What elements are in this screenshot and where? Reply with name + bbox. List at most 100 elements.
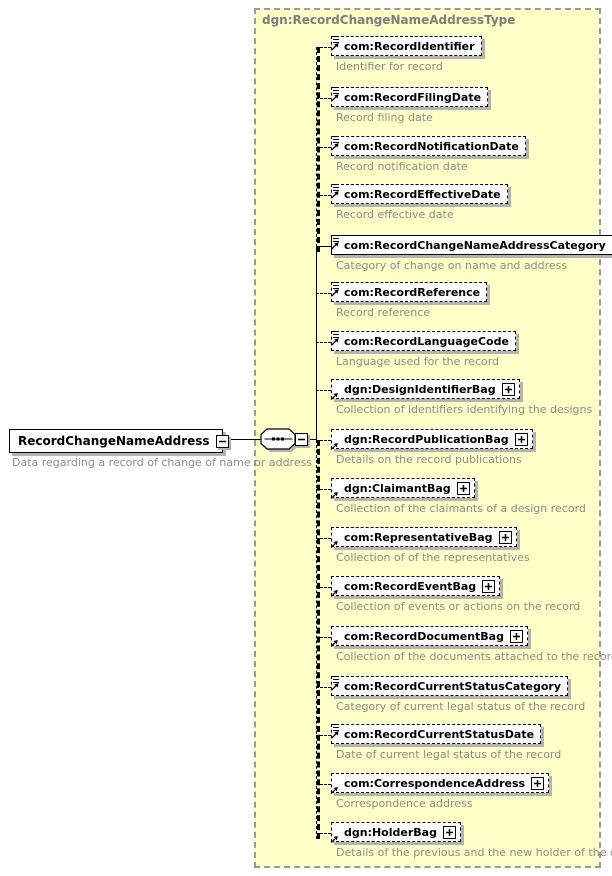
element-box-record-effective-date[interactable]: com:RecordEffectiveDate bbox=[331, 183, 508, 204]
text-element-icon bbox=[331, 723, 339, 739]
element-arrow-icon bbox=[330, 492, 338, 500]
element-box-correspondence-address[interactable]: com:CorrespondenceAddress bbox=[330, 773, 550, 795]
element-description: Record notification date bbox=[336, 160, 468, 173]
element-box-representative-bag[interactable]: com:RepresentativeBag bbox=[330, 527, 517, 549]
element-description: Collection of the documents attached to … bbox=[336, 650, 612, 663]
element-description: Language used for the record bbox=[336, 355, 500, 368]
element-description: Correspondence address bbox=[336, 797, 473, 810]
element-description: Category of current legal status of the … bbox=[336, 700, 586, 713]
connector-stub bbox=[316, 538, 331, 539]
collapse-minus-icon[interactable] bbox=[215, 435, 229, 448]
element-description: Collection of the claimants of a design … bbox=[336, 502, 586, 515]
element-label: com:RepresentativeBag bbox=[344, 530, 493, 544]
element-description: Details of the previous and the new hold… bbox=[336, 846, 612, 859]
connector-stub bbox=[316, 390, 331, 391]
element-arrow-icon bbox=[330, 541, 338, 549]
element-label: com:CorrespondenceAddress bbox=[344, 776, 526, 790]
connector-stub bbox=[316, 440, 331, 441]
element-box-record-current-status-category[interactable]: com:RecordCurrentStatusCategory bbox=[331, 675, 569, 696]
element-description: Details on the record publications bbox=[336, 453, 522, 466]
connector-stub bbox=[316, 47, 331, 48]
connector-stub bbox=[316, 687, 331, 688]
element-box-design-identifier-bag[interactable]: dgn:DesignIdentifierBag bbox=[330, 379, 520, 401]
element-description: Record reference bbox=[336, 306, 431, 319]
text-element-icon bbox=[331, 135, 339, 151]
root-element-label: RecordChangeNameAddress bbox=[18, 434, 210, 448]
element-description: Identifier for record bbox=[336, 60, 443, 73]
element-box-record-event-bag[interactable]: com:RecordEventBag bbox=[330, 576, 501, 598]
element-label: com:RecordLanguageCode bbox=[344, 334, 509, 348]
type-title: dgn:RecordChangeNameAddressType bbox=[262, 13, 516, 27]
element-label: com:RecordEventBag bbox=[344, 579, 477, 593]
trunk-line-upper bbox=[316, 47, 320, 252]
element-box-record-reference[interactable]: com:RecordReference bbox=[331, 281, 488, 302]
element-label: com:RecordReference bbox=[344, 285, 481, 299]
element-box-holder-bag[interactable]: dgn:HolderBag bbox=[330, 822, 461, 844]
connector-stub bbox=[316, 342, 331, 343]
text-element-icon bbox=[331, 86, 339, 102]
element-description: Collection of of the representatives bbox=[336, 551, 530, 564]
element-box-record-change-category[interactable]: com:RecordChangeNameAddressCategory bbox=[331, 234, 612, 255]
expand-plus-icon[interactable] bbox=[514, 432, 528, 446]
element-box-record-filing-date[interactable]: com:RecordFilingDate bbox=[331, 86, 489, 107]
element-box-record-language-code[interactable]: com:RecordLanguageCode bbox=[331, 330, 516, 351]
expand-plus-icon[interactable] bbox=[501, 382, 515, 396]
trunk-line-required bbox=[316, 246, 317, 440]
sequence-connector-icon[interactable] bbox=[258, 427, 300, 455]
trunk-line-lower bbox=[316, 440, 320, 839]
element-arrow-icon bbox=[330, 443, 338, 451]
connector-stub bbox=[316, 587, 331, 588]
element-label: dgn:HolderBag bbox=[344, 825, 437, 839]
expand-plus-icon[interactable] bbox=[456, 481, 470, 495]
element-label: dgn:DesignIdentifierBag bbox=[344, 382, 496, 396]
element-box-claimant-bag[interactable]: dgn:ClaimantBag bbox=[330, 478, 475, 500]
text-element-icon bbox=[331, 675, 339, 691]
connector-stub bbox=[316, 246, 331, 247]
element-description: Record effective date bbox=[336, 208, 454, 221]
text-element-icon bbox=[331, 183, 339, 199]
element-label: com:RecordIdentifier bbox=[344, 39, 475, 53]
element-description: Record filing date bbox=[336, 111, 433, 124]
expand-plus-icon[interactable] bbox=[531, 776, 545, 790]
expand-plus-icon[interactable] bbox=[442, 825, 456, 839]
element-box-record-notification-date[interactable]: com:RecordNotificationDate bbox=[331, 135, 526, 156]
element-description: Category of change on name and address bbox=[336, 259, 568, 272]
element-arrow-icon bbox=[330, 393, 338, 401]
connector-stub bbox=[316, 98, 331, 99]
element-box-record-document-bag[interactable]: com:RecordDocumentBag bbox=[330, 626, 528, 648]
element-label: com:RecordDocumentBag bbox=[344, 629, 504, 643]
connector-stub bbox=[316, 833, 331, 834]
element-box-record-identifier[interactable]: com:RecordIdentifier bbox=[331, 35, 482, 56]
text-element-icon bbox=[331, 281, 339, 297]
element-box-record-publication-bag[interactable]: dgn:RecordPublicationBag bbox=[330, 429, 533, 451]
expand-plus-icon[interactable] bbox=[509, 629, 523, 643]
element-arrow-icon bbox=[330, 590, 338, 598]
text-element-icon bbox=[331, 330, 339, 346]
element-label: com:RecordCurrentStatusDate bbox=[344, 727, 535, 741]
collapse-minus-icon[interactable] bbox=[295, 433, 308, 446]
element-description: Collection of identifiers identifying th… bbox=[336, 403, 593, 416]
element-label: dgn:ClaimantBag bbox=[344, 481, 451, 495]
connector-stub bbox=[316, 784, 331, 785]
connector-stub bbox=[316, 195, 331, 196]
element-label: dgn:RecordPublicationBag bbox=[344, 432, 509, 446]
element-description: Collection of events or actions on the r… bbox=[336, 600, 581, 613]
element-box-record-current-status-date[interactable]: com:RecordCurrentStatusDate bbox=[331, 723, 542, 744]
connector-stub bbox=[316, 489, 331, 490]
text-element-icon bbox=[331, 234, 339, 250]
element-arrow-icon bbox=[330, 640, 338, 648]
element-description: Date of current legal status of the reco… bbox=[336, 748, 562, 761]
root-element-box[interactable]: RecordChangeNameAddress bbox=[9, 429, 229, 453]
connector-stub bbox=[316, 735, 331, 736]
text-element-icon bbox=[331, 35, 339, 51]
connector-stub bbox=[316, 637, 331, 638]
root-element-description: Data regarding a record of change of nam… bbox=[12, 456, 313, 469]
expand-plus-icon[interactable] bbox=[482, 579, 496, 593]
expand-plus-icon[interactable] bbox=[498, 530, 512, 544]
element-label: com:RecordNotificationDate bbox=[344, 139, 519, 153]
element-label: com:RecordCurrentStatusCategory bbox=[344, 679, 562, 693]
element-label: com:RecordEffectiveDate bbox=[344, 187, 501, 201]
element-arrow-icon bbox=[330, 787, 338, 795]
element-label: com:RecordFilingDate bbox=[344, 90, 482, 104]
